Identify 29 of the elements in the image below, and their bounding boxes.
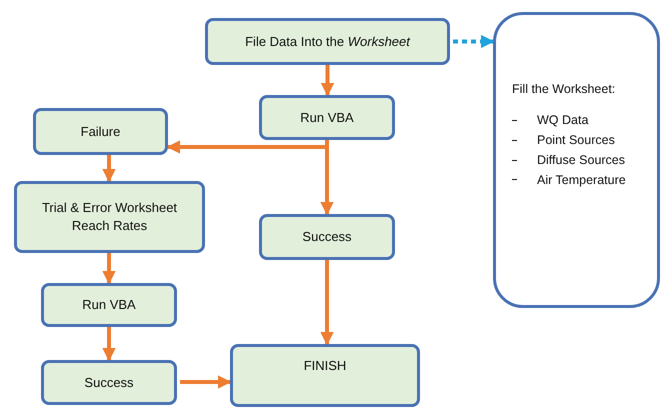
process-box [259,214,395,260]
process-box [41,283,177,327]
box-label: FINISH [304,357,346,375]
box-label: Trial & Error Worksheet Reach Rates [40,199,178,235]
process-box [230,344,420,407]
note-panel [493,12,660,308]
arrow [320,65,334,96]
arrow [320,260,334,346]
box-label: Failure [80,122,120,140]
list-item: Point Sources [537,132,615,149]
arrow [102,155,116,182]
process-box [259,95,395,140]
box-label: File Data Into the Worksheet [245,32,410,50]
list-item: WQ Data [537,112,588,129]
box-label: Run VBA [82,296,136,314]
arrow [102,327,116,362]
arrow [180,375,232,389]
list-item: Diffuse Sources [537,152,626,168]
process-box [33,108,168,155]
panel-heading: Fill the Worksheet: [512,81,616,98]
process-box [41,360,177,405]
process-box [14,181,205,253]
box-label: Success [302,228,352,246]
arrow [102,253,116,284]
box-label: Success [84,374,134,392]
box-label: Run VBA [300,108,354,126]
list-item: Air Temperature [537,172,626,188]
process-box [205,18,450,65]
dashed-arrow [453,34,494,48]
